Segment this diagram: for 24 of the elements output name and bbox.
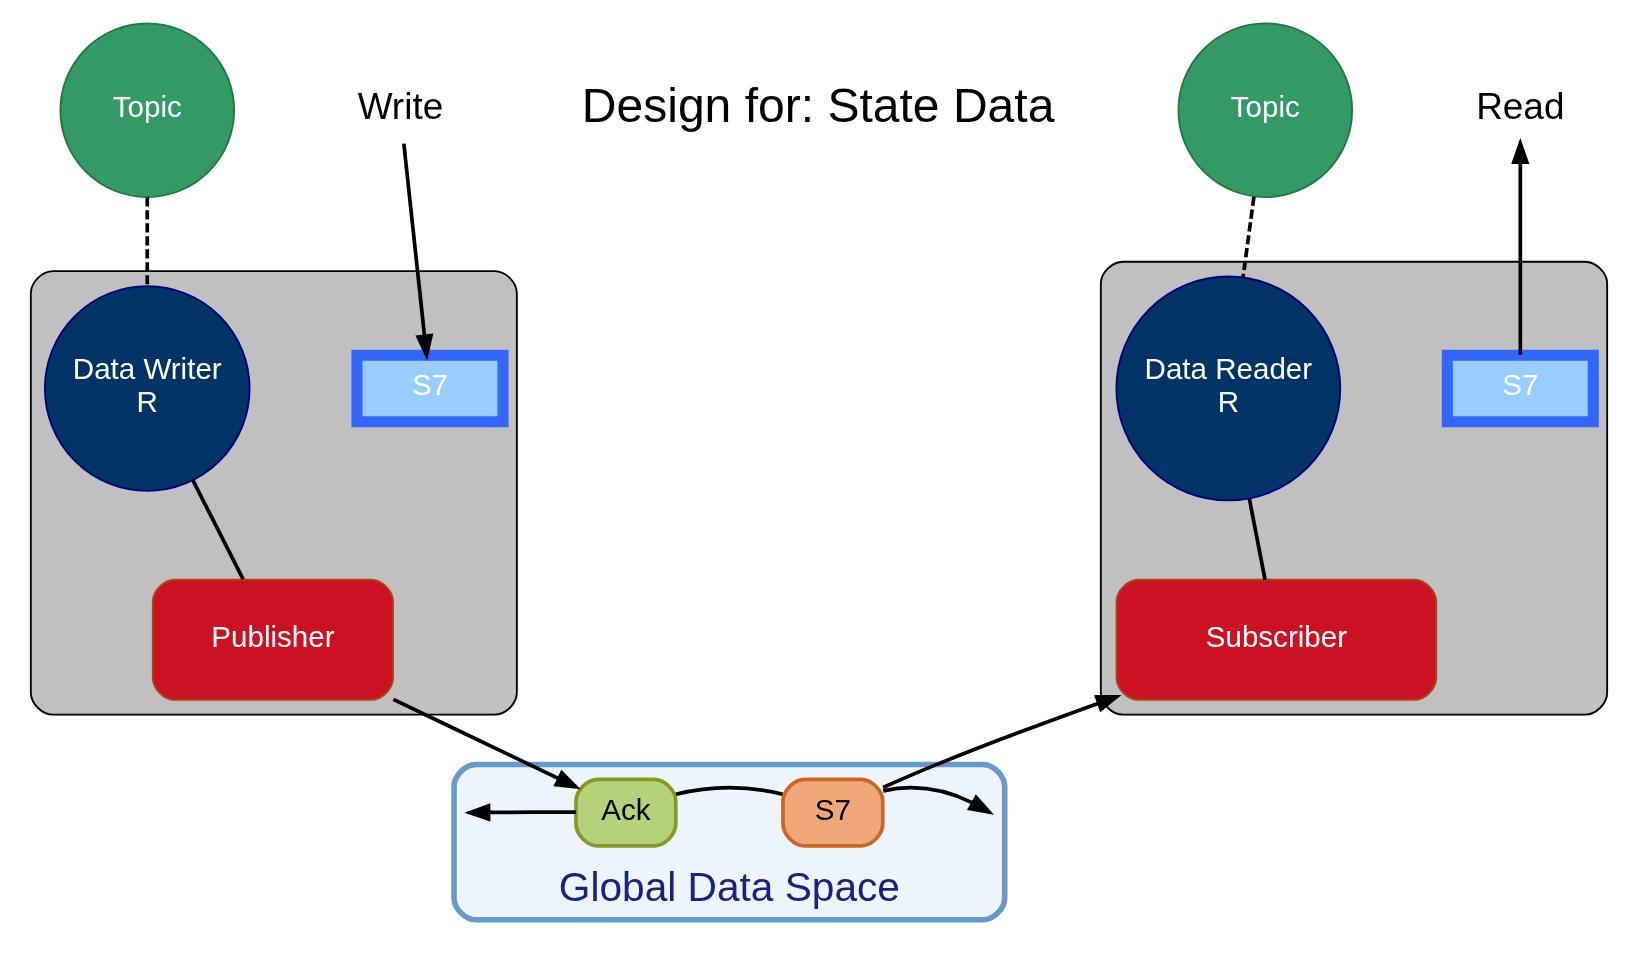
node-circle: Data Reader R (1115, 275, 1342, 502)
node-circle: Topic (59, 22, 236, 199)
node-box: Publisher (151, 578, 394, 701)
node-box: S7 (781, 777, 885, 848)
cluster (29, 270, 518, 716)
arrow (1511, 138, 1530, 355)
node-circle: Topic (1177, 22, 1354, 199)
node-box: Subscriber (1115, 578, 1438, 701)
connector (145, 197, 150, 286)
arrow (392, 697, 581, 790)
connector (191, 479, 245, 581)
node-box: S7 (1441, 349, 1599, 428)
label: Design for: State Data (581, 78, 1055, 132)
node-circle: Data Writer R (43, 285, 251, 492)
node-box: S7 (351, 349, 509, 428)
connector (1241, 196, 1256, 278)
connector (1247, 498, 1267, 581)
node-text: Write (357, 86, 444, 128)
node-box: Ack (574, 777, 678, 848)
arrow (882, 694, 1122, 790)
node-text: Read (1476, 86, 1565, 128)
cluster (1099, 260, 1609, 716)
arrow (402, 143, 434, 361)
connector (675, 785, 783, 797)
